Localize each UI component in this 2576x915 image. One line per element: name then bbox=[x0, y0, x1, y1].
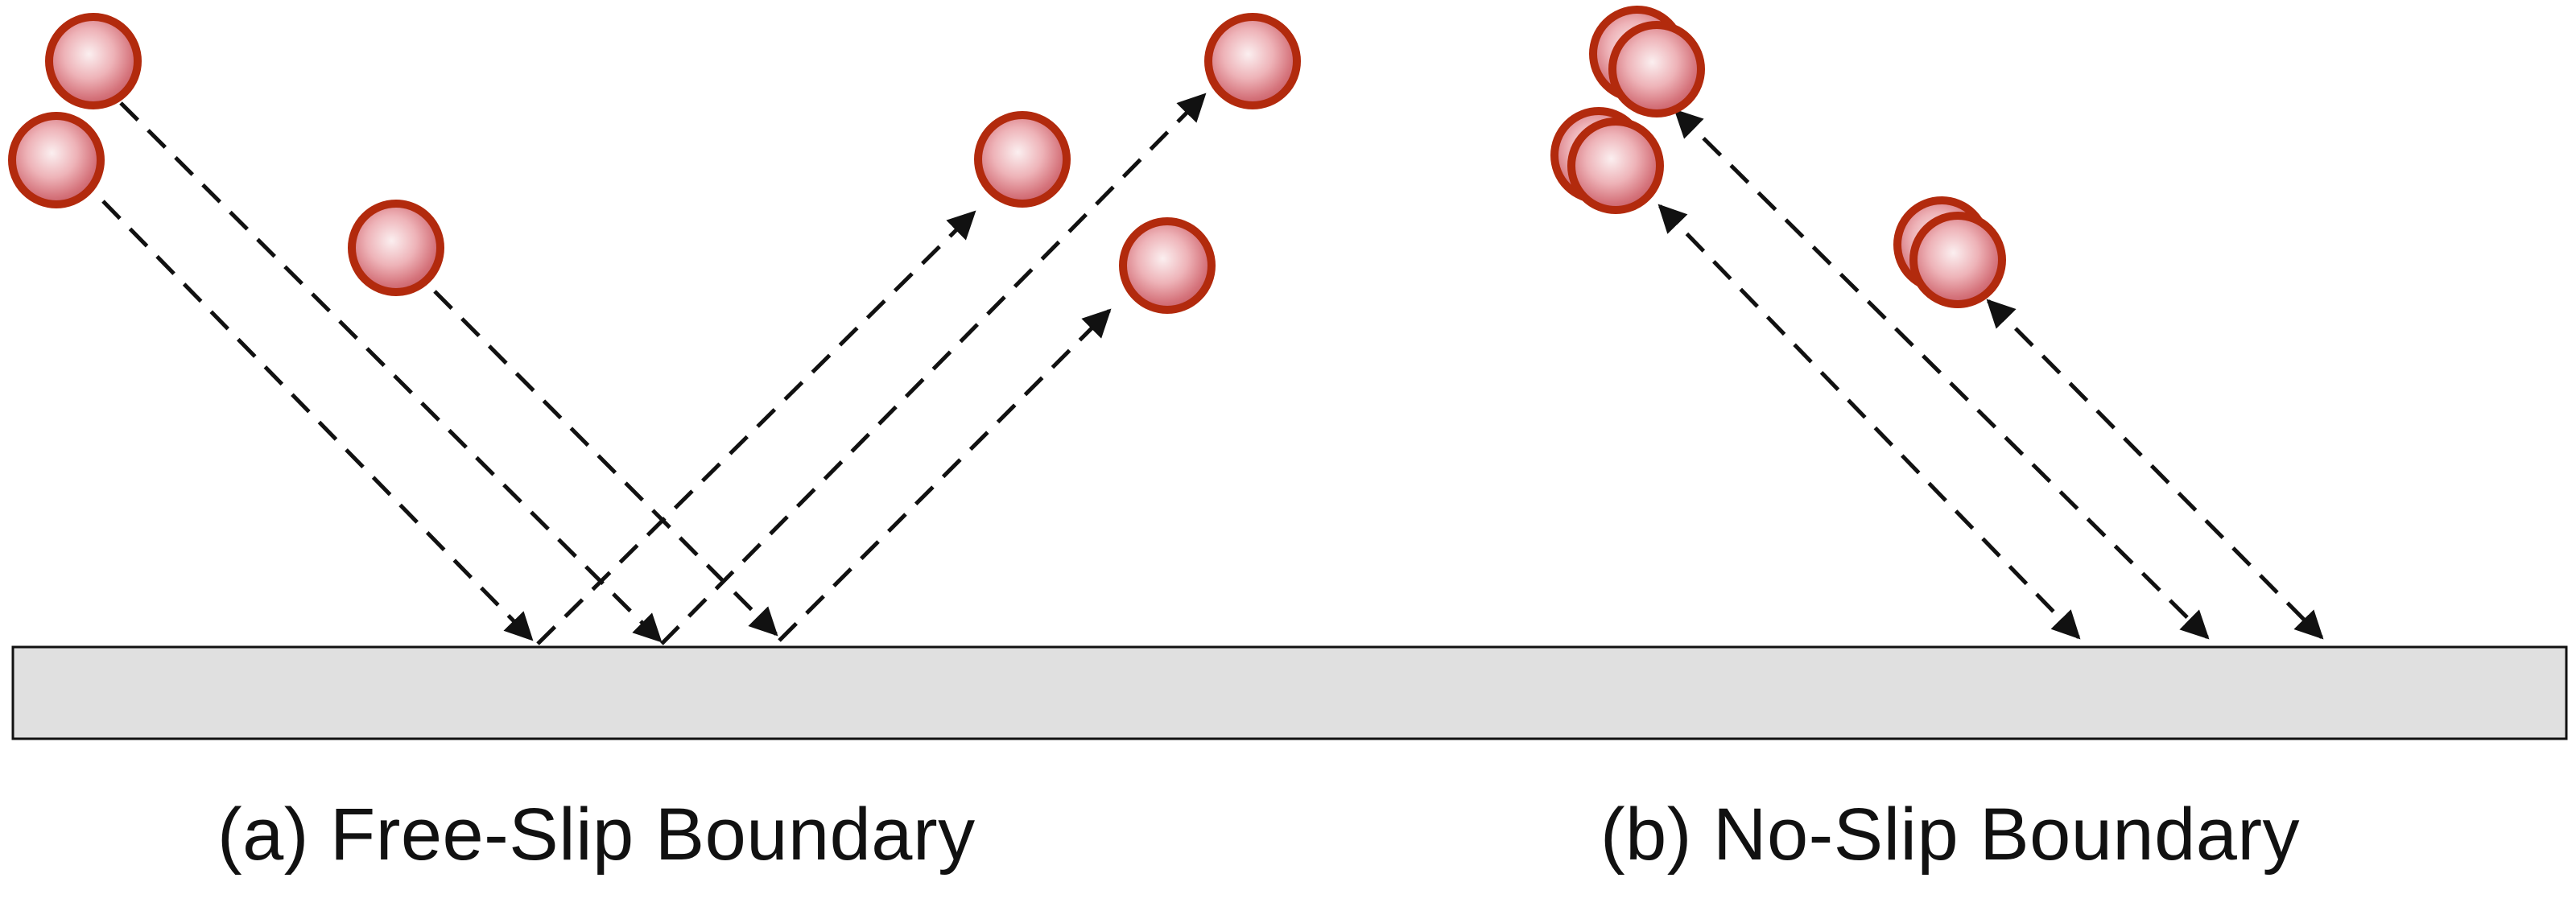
reflected-path-3 bbox=[778, 308, 1112, 642]
particle bbox=[974, 111, 1071, 208]
particle bbox=[1204, 13, 1301, 109]
free-slip-incoming-paths bbox=[101, 101, 778, 643]
particle bbox=[1608, 21, 1705, 117]
no-slip-caption: (b) No-Slip Boundary bbox=[1600, 793, 2301, 876]
incoming-path-2 bbox=[119, 101, 663, 643]
bounce-back-path-3 bbox=[1986, 299, 2324, 640]
bounce-back-path-2 bbox=[1674, 109, 2210, 640]
particle bbox=[348, 200, 444, 296]
particle bbox=[1909, 212, 2006, 308]
boundary-wall bbox=[11, 645, 2568, 740]
free-slip-caption: (a) Free-Slip Boundary bbox=[217, 793, 976, 876]
free-slip-reflected-paths bbox=[536, 93, 1207, 645]
particle bbox=[1119, 217, 1216, 314]
no-slip-bounce-back-paths bbox=[1657, 109, 2324, 640]
free-slip-particles bbox=[8, 13, 1301, 314]
particle bbox=[8, 112, 105, 208]
bounce-back-path-1 bbox=[1657, 204, 2081, 640]
incoming-path-1 bbox=[101, 200, 534, 641]
particle bbox=[45, 13, 142, 109]
no-slip-particles bbox=[1550, 6, 2006, 308]
reflected-path-1 bbox=[536, 210, 976, 645]
reflected-path-2 bbox=[660, 93, 1207, 645]
particle bbox=[1567, 117, 1664, 214]
incoming-path-3 bbox=[433, 290, 778, 637]
